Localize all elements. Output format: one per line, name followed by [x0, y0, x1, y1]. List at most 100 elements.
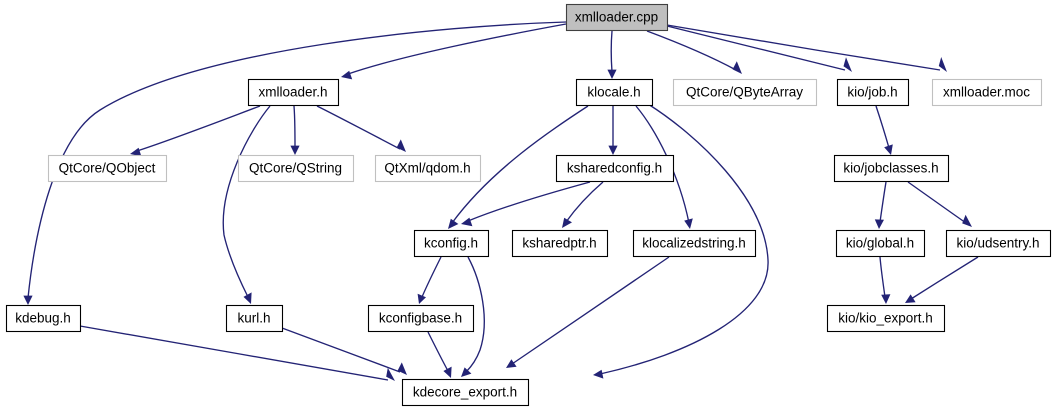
node-kdecore_export_h[interactable]: kdecore_export.h	[401, 378, 530, 407]
node-box[interactable]	[47, 154, 168, 183]
arrowhead-icon	[417, 293, 426, 304]
node-box[interactable]	[931, 78, 1043, 107]
arrowhead-icon	[130, 147, 142, 157]
edge-kio_jobclasses_h-to-kio_global_h	[874, 181, 887, 229]
edge-line	[666, 25, 846, 71]
edge-line	[293, 105, 296, 149]
node-kconfigbase_h[interactable]: kconfigbase.h	[367, 304, 475, 333]
arrowhead-icon	[386, 367, 395, 381]
node-box[interactable]	[413, 229, 490, 258]
edge-line	[910, 256, 979, 300]
arrowhead-icon	[884, 144, 893, 155]
node-xmlloader_h[interactable]: xmlloader.h	[247, 78, 340, 107]
node-box[interactable]	[945, 229, 1052, 258]
node-kio_udsentry_h[interactable]: kio/udsentry.h	[945, 229, 1052, 258]
node-xmlloader_moc[interactable]: xmlloader.moc	[931, 78, 1043, 107]
node-ksharedptr_h[interactable]: ksharedptr.h	[511, 229, 609, 258]
arrowhead-icon	[732, 61, 742, 74]
node-kconfig_h[interactable]: kconfig.h	[413, 229, 490, 258]
node-box[interactable]	[836, 78, 910, 107]
edge-xmlloader_cpp-to-xmlloader_h	[341, 23, 567, 80]
edge-line	[565, 181, 604, 223]
edge-line	[136, 105, 261, 152]
edge-line	[646, 30, 737, 71]
node-kurl_h[interactable]: kurl.h	[225, 304, 284, 333]
node-box[interactable]	[367, 304, 475, 333]
edge-line	[511, 256, 670, 365]
node-label: xmlloader.moc	[943, 85, 1030, 100]
arrowhead-icon	[23, 295, 33, 305]
edge-line	[875, 105, 890, 149]
edge-xmlloader_cpp-to-kdebug_h	[23, 21, 567, 305]
arrowhead-icon	[593, 369, 604, 379]
edge-line	[427, 331, 449, 372]
arrowhead-icon	[396, 139, 406, 152]
node-qobject[interactable]: QtCore/QObject	[47, 154, 168, 183]
arrowhead-icon	[905, 294, 916, 303]
node-label: kio/global.h	[846, 236, 914, 251]
node-label: kurl.h	[237, 311, 270, 326]
node-label: kio/kio_export.h	[838, 311, 933, 326]
node-box[interactable]	[511, 229, 609, 258]
node-label: kconfigbase.h	[379, 311, 462, 326]
node-box[interactable]	[826, 304, 946, 333]
node-box[interactable]	[401, 378, 530, 407]
edge-line	[281, 327, 401, 373]
node-box[interactable]	[555, 154, 675, 183]
edge-klocale_h-to-ksharedconfig_h	[608, 106, 618, 155]
node-box[interactable]	[247, 78, 340, 107]
arrowhead-icon	[843, 57, 852, 72]
node-kio_global_h[interactable]: kio/global.h	[835, 229, 926, 258]
node-box[interactable]	[672, 78, 818, 107]
node-box[interactable]	[833, 154, 950, 183]
edge-line	[599, 103, 769, 375]
arrowhead-icon	[443, 366, 452, 378]
node-label: QtXml/qdom.h	[384, 161, 470, 176]
node-box[interactable]	[632, 229, 757, 258]
edge-kdebug_h-to-kdecore_export_h	[79, 325, 395, 381]
edge-kio_jobclasses_h-to-kio_udsentry_h	[907, 181, 972, 227]
node-label: QtCore/QByteArray	[686, 85, 803, 100]
edge-line	[610, 30, 613, 73]
arrowhead-icon	[608, 145, 618, 155]
edge-line	[907, 181, 967, 224]
arrowhead-icon	[461, 217, 473, 227]
arrowhead-icon	[397, 362, 407, 375]
edge-kconfig_h-to-kconfigbase_h	[417, 256, 442, 304]
node-klocale_h[interactable]: klocale.h	[575, 78, 654, 107]
node-box[interactable]	[565, 3, 669, 32]
node-kdebug_h[interactable]: kdebug.h	[5, 304, 82, 333]
node-ksharedconfig_h[interactable]: ksharedconfig.h	[555, 154, 675, 183]
node-label: QtCore/QObject	[59, 161, 156, 176]
node-qstring[interactable]: QtCore/QString	[237, 154, 355, 183]
edge-line	[421, 256, 442, 298]
arrowhead-icon	[562, 217, 572, 228]
node-box[interactable]	[374, 154, 482, 183]
edge-line	[27, 21, 567, 299]
node-box[interactable]	[225, 304, 284, 333]
edge-line	[79, 325, 389, 381]
node-klocalizedstring_h[interactable]: klocalizedstring.h	[632, 229, 757, 258]
node-xmlloader_cpp[interactable]: xmlloader.cpp	[565, 3, 669, 32]
node-label: ksharedconfig.h	[567, 161, 662, 176]
edge-klocalizedstring_h-to-kdecore_export_h	[506, 256, 670, 368]
edge-kurl_h-to-kdecore_export_h	[281, 327, 407, 375]
arrowhead-icon	[874, 219, 884, 229]
node-box[interactable]	[5, 304, 82, 333]
edge-kconfigbase_h-to-kdecore_export_h	[427, 331, 452, 378]
node-box[interactable]	[575, 78, 654, 107]
node-kio_jobclasses_h[interactable]: kio/jobclasses.h	[833, 154, 950, 183]
arrowhead-icon	[341, 70, 353, 80]
node-qbytearray[interactable]: QtCore/QByteArray	[672, 78, 818, 107]
node-label: klocalizedstring.h	[642, 236, 746, 251]
arrowhead-icon	[684, 218, 693, 229]
node-qdom[interactable]: QtXml/qdom.h	[374, 154, 482, 183]
edge-xmlloader_cpp-to-klocale_h	[607, 30, 617, 79]
node-kio_job_h[interactable]: kio/job.h	[836, 78, 910, 107]
arrowhead-icon	[506, 359, 517, 368]
node-kio_kio_export_h[interactable]: kio/kio_export.h	[826, 304, 946, 333]
node-box[interactable]	[237, 154, 355, 183]
edge-line	[879, 256, 886, 298]
node-box[interactable]	[835, 229, 926, 258]
